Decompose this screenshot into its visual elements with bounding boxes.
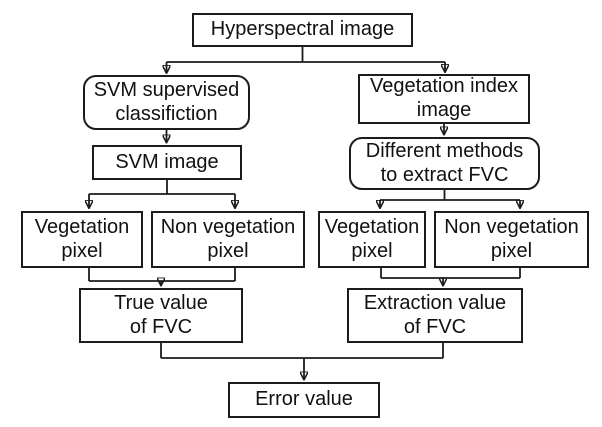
node-left-non-vegetation-pixel: Non vegetation pixel bbox=[151, 211, 305, 268]
node-error-value: Error value bbox=[228, 382, 380, 418]
node-hyperspectral-image: Hyperspectral image bbox=[192, 13, 413, 47]
node-svm-supervised-classification: SVM supervised classifiction bbox=[83, 75, 250, 130]
node-true-value-of-fvc: True value of FVC bbox=[79, 288, 243, 343]
node-left-vegetation-pixel: Vegetation pixel bbox=[21, 211, 143, 268]
node-extraction-value-of-fvc: Extraction value of FVC bbox=[347, 288, 523, 343]
node-right-non-vegetation-pixel: Non vegetation pixel bbox=[434, 211, 589, 268]
node-different-methods-extract-fvc: Different methods to extract FVC bbox=[349, 137, 540, 190]
node-svm-image: SVM image bbox=[92, 145, 242, 180]
node-right-vegetation-pixel: Vegetation pixel bbox=[318, 211, 426, 268]
node-vegetation-index-image: Vegetation index image bbox=[358, 74, 530, 124]
